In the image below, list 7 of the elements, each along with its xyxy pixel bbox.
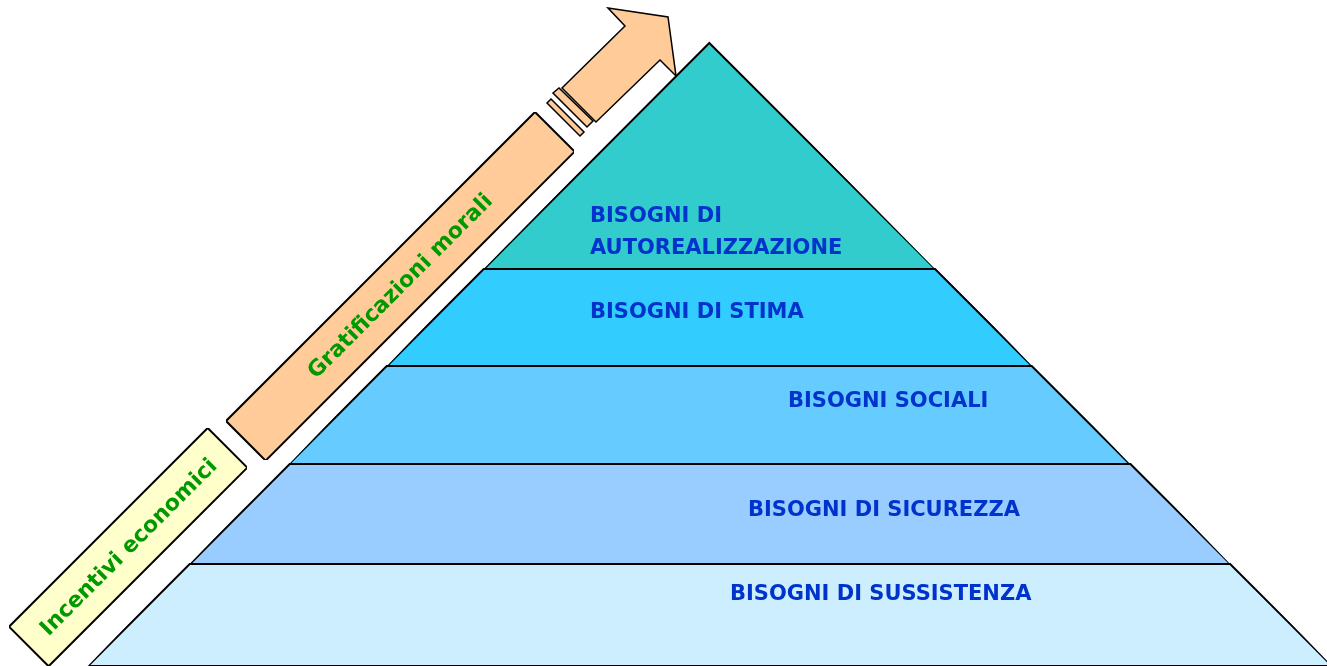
slanted-label-box <box>225 111 575 461</box>
level-label: BISOGNI DI AUTOREALIZZAZIONE <box>590 202 844 261</box>
slanted-label-box <box>8 427 248 666</box>
level-label: BISOGNI SOCIALI <box>788 387 989 414</box>
level-label: BISOGNI DI STIMA <box>590 298 804 325</box>
level-label: BISOGNI DI SUSSISTENZA <box>730 580 1032 607</box>
level-label: BISOGNI DI SICUREZZA <box>748 496 1020 523</box>
